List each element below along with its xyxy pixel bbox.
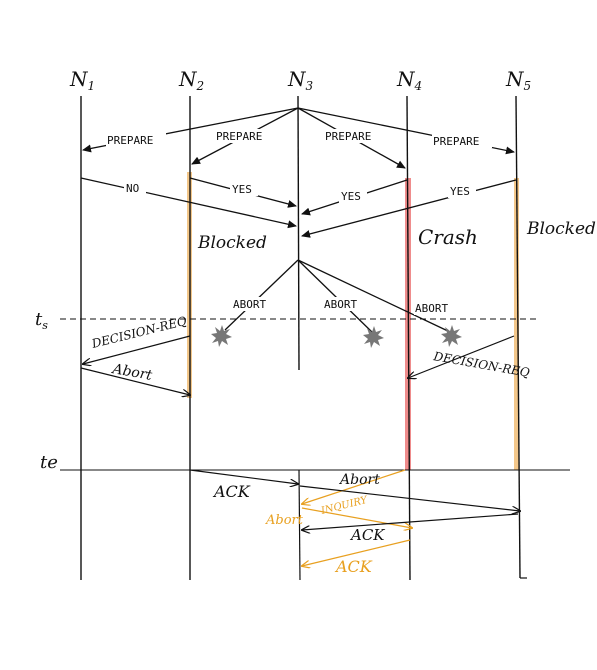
node-label-n1: N1 [69, 67, 95, 93]
blocked-note-n5: Blocked [526, 219, 596, 239]
node-label-n5: N5 [505, 67, 531, 93]
ack-orange-label: ACK [334, 557, 373, 576]
abort-label-right: ABORT [415, 302, 448, 315]
abort-line-mid [297, 259, 374, 334]
abort-orange-note: Abort [265, 513, 304, 528]
abort-hand-label: Abort [109, 361, 153, 384]
lifeline-n3 [297, 95, 300, 371]
ack-arrow-n5-n3 [302, 513, 519, 530]
abort-hand-label-2: Abort [338, 472, 380, 488]
ack-hand-label-2: ACK [349, 526, 385, 544]
lost-message-star-right [441, 325, 462, 347]
vote-no-label: NO [126, 182, 139, 195]
crash-note-n4: Crash [418, 225, 478, 249]
vote-yes-label-n5: YES [450, 185, 470, 198]
ack-arrow-n4-n3-orange [302, 539, 411, 566]
lifeline-n3-lower [298, 469, 301, 581]
lost-message-star-mid [363, 326, 384, 348]
inquiry-arrow-n3-n4 [301, 507, 412, 528]
te-label: te [40, 452, 58, 473]
abort-line-right [297, 259, 451, 333]
abort-arrow-n3-n5 [299, 485, 520, 511]
vote-yes-n5 [301, 179, 517, 238]
vote-yes-label-n2: YES [232, 183, 252, 196]
blocked-note-n2: Blocked [197, 233, 267, 253]
vote-no-n1 [80, 177, 297, 229]
ts-label: ts [35, 309, 48, 332]
prepare-label-n5: PREPARE [433, 135, 479, 148]
lifeline-n4 [406, 95, 411, 581]
lost-message-star-left [211, 325, 232, 347]
abort-label-mid: ABORT [324, 298, 357, 311]
abort-arrow-n4-n3 [302, 469, 406, 504]
node-label-n3: N3 [287, 67, 314, 93]
lifeline-n5 [515, 95, 521, 579]
n5-blocked-highlight [514, 178, 519, 470]
abort-line-left [224, 259, 299, 331]
ack-hand-label: ACK [212, 482, 251, 501]
inquiry-hand-label: INQUIRY [319, 495, 370, 518]
prepare-label-n1: PREPARE [107, 134, 153, 147]
abort-label-left: ABORT [233, 298, 266, 311]
decision-req-arrow-n5-n4 [408, 335, 515, 378]
node-label-n2: N2 [178, 67, 204, 93]
abort-arrow-n1-n2 [80, 367, 190, 395]
prepare-label-n2: PREPARE [216, 130, 262, 143]
node-label-n4: N4 [396, 67, 422, 93]
prepare-label-n4: PREPARE [325, 130, 371, 143]
ack-arrow-n2-n3 [189, 469, 298, 484]
vote-yes-label-n4: YES [341, 190, 361, 203]
decision-req-arrow-n2-n1 [83, 335, 191, 364]
